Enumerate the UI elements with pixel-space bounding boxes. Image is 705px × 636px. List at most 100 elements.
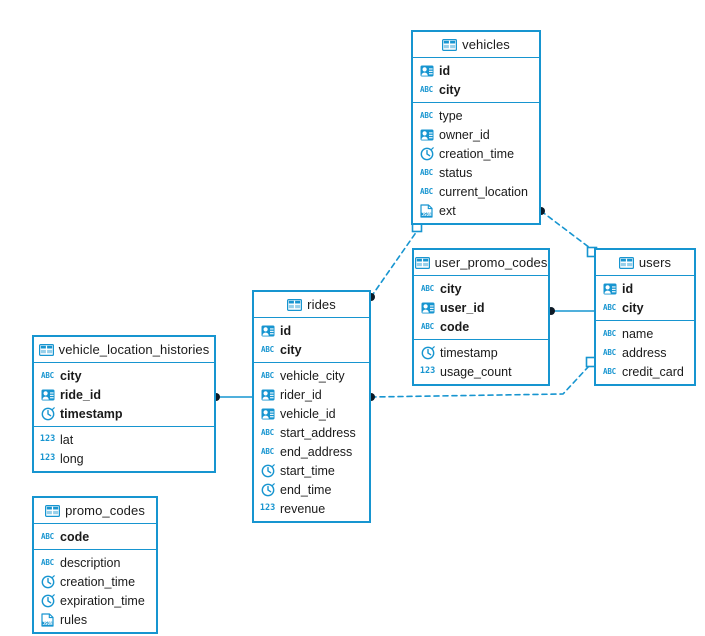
column-row-promo_codes-description[interactable]: ABC description (34, 553, 156, 572)
column-name: type (439, 108, 463, 123)
column-name: city (440, 281, 462, 296)
column-row-rides-rider_id[interactable]: rider_id (254, 385, 369, 404)
key-person-icon (260, 388, 275, 402)
table-header-promo_codes[interactable]: promo_codes (34, 498, 156, 524)
number-123-icon: 123 (419, 366, 436, 377)
column-row-user_promo_codes-code[interactable]: ABC code (414, 317, 548, 336)
column-row-rides-start_address[interactable]: ABC start_address (254, 423, 369, 442)
number-123-icon: 123 (39, 434, 56, 445)
column-name: vehicle_city (280, 368, 345, 383)
column-row-vehicles-owner_id[interactable]: owner_id (413, 125, 539, 144)
column-name: code (440, 319, 470, 334)
column-name: long (60, 451, 84, 466)
table-icon (414, 256, 430, 270)
column-row-user_promo_codes-user_id[interactable]: user_id (414, 298, 548, 317)
column-name: usage_count (440, 364, 512, 379)
svg-text:JSON: JSON (43, 621, 53, 626)
column-row-rides-end_time[interactable]: end_time (254, 480, 369, 499)
table-title: vehicle_location_histories (58, 342, 210, 357)
column-name: start_address (280, 425, 356, 440)
table-header-rides[interactable]: rides (254, 292, 369, 318)
column-row-promo_codes-creation_time[interactable]: creation_time (34, 572, 156, 591)
string-abc-icon: ABC (41, 557, 54, 567)
column-name: end_time (280, 482, 332, 497)
table-header-user_promo_codes[interactable]: user_promo_codes (414, 250, 548, 276)
column-name: status (439, 165, 473, 180)
column-row-rides-id[interactable]: id (254, 321, 369, 340)
column-name: city (622, 300, 644, 315)
string-abc-icon: ABC (420, 167, 433, 177)
column-name: description (60, 555, 121, 570)
string-abc-icon: ABC (41, 370, 54, 380)
string-abc-icon: ABC (420, 84, 433, 94)
column-row-vehicles-status[interactable]: ABC status (413, 163, 539, 182)
column-row-user_promo_codes-usage_count[interactable]: 123 usage_count (414, 362, 548, 381)
column-name: revenue (280, 501, 326, 516)
column-row-vehicle_location_histories-timestamp[interactable]: timestamp (34, 404, 214, 423)
table-title: promo_codes (65, 503, 145, 518)
clock-icon (260, 463, 275, 478)
column-name: code (60, 529, 90, 544)
svg-text:JSON: JSON (422, 212, 432, 217)
relationship-line (540, 210, 591, 249)
column-row-rides-revenue[interactable]: 123 revenue (254, 499, 369, 518)
key-person-icon (419, 128, 434, 142)
column-name: rider_id (280, 387, 322, 402)
string-abc-icon: ABC (421, 321, 434, 331)
column-row-users-id[interactable]: id (596, 279, 694, 298)
table-header-vehicles[interactable]: vehicles (413, 32, 539, 58)
column-row-vehicles-id[interactable]: id (413, 61, 539, 80)
table-title: user_promo_codes (434, 255, 548, 270)
key-person-icon (419, 64, 434, 78)
table-title: rides (307, 297, 336, 312)
clock-icon (40, 593, 55, 608)
column-name: owner_id (439, 127, 490, 142)
column-row-user_promo_codes-timestamp[interactable]: timestamp (414, 343, 548, 362)
number-123-icon: 123 (259, 503, 276, 514)
column-row-promo_codes-expiration_time[interactable]: expiration_time (34, 591, 156, 610)
column-name: credit_card (622, 364, 684, 379)
table-header-users[interactable]: users (596, 250, 694, 276)
string-abc-icon: ABC (261, 427, 274, 437)
table-header-vehicle_location_histories[interactable]: vehicle_location_histories (34, 337, 214, 363)
column-row-vehicles-creation_time[interactable]: creation_time (413, 144, 539, 163)
column-name: city (280, 342, 302, 357)
table-icon (287, 298, 303, 312)
column-row-rides-start_time[interactable]: start_time (254, 461, 369, 480)
table-icon (38, 343, 54, 357)
column-row-rides-vehicle_id[interactable]: vehicle_id (254, 404, 369, 423)
column-row-vehicle_location_histories-ride_id[interactable]: ride_id (34, 385, 214, 404)
clock-icon (40, 574, 55, 589)
